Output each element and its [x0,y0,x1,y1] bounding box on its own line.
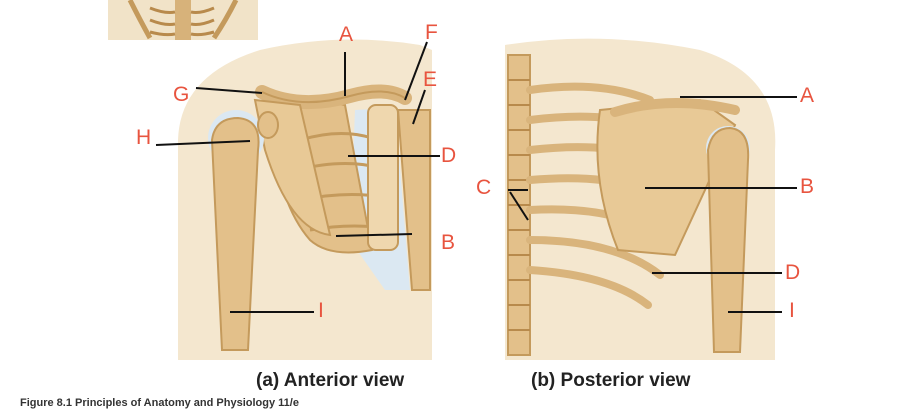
leader-anterior-b [335,233,413,237]
label-anterior-h: H [136,126,152,149]
anterior-caption: (a) Anterior view [256,370,405,391]
leader-anterior-g [195,87,263,94]
label-posterior-d: D [785,261,801,284]
label-posterior-i: I [789,299,795,322]
leader-anterior-f [404,41,428,101]
label-anterior-f: F [425,21,438,44]
posterior-caption: (b) Posterior view [531,370,691,391]
anterior-leader-lines [155,41,440,313]
figure-footer: Figure 8.1 Principles of Anatomy and Phy… [20,397,299,409]
label-posterior-c: C [476,176,492,199]
label-anterior-a: A [339,23,354,46]
label-posterior-a: A [800,84,815,107]
ribcage-thumbnail [108,0,258,40]
label-anterior-d: D [441,144,457,167]
label-anterior-i: I [318,299,324,322]
leader-anterior-h [155,140,251,146]
label-anterior-g: G [173,83,190,106]
label-anterior-b: B [441,231,456,254]
label-posterior-b: B [800,175,815,198]
leader-posterior-c-2 [509,191,529,221]
posterior-illustration [505,38,776,361]
leader-anterior-e [412,89,426,125]
posterior-leader-lines [508,96,797,313]
label-anterior-e: E [423,68,438,91]
